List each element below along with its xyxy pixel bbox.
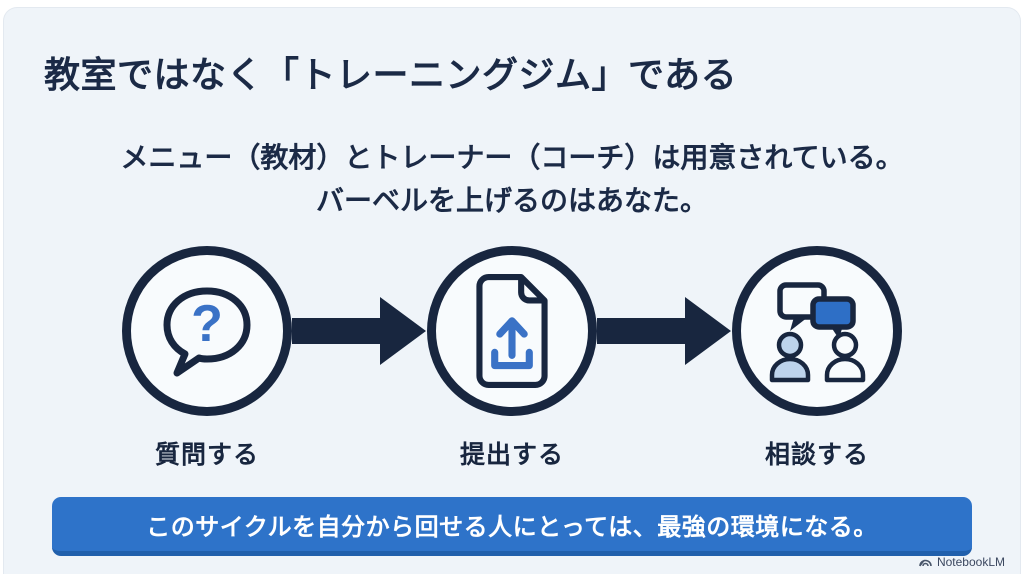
- document-upload-icon: [466, 272, 558, 390]
- step-ask-label: 質問する: [154, 441, 259, 469]
- step-consult-circle: [732, 246, 902, 416]
- arrow-right-icon: [292, 297, 426, 365]
- step-ask-circle: ?: [122, 246, 292, 416]
- slide-title: 教室ではなく「トレーニングジム」である: [44, 54, 738, 95]
- notebooklm-watermark-text: NotebookLM: [936, 555, 1005, 569]
- step-ask: ? 質問する: [122, 246, 292, 471]
- people-chat-icon: [761, 279, 873, 383]
- process-flow: ? 質問する: [4, 246, 1020, 471]
- arrow-right-icon: [597, 297, 731, 365]
- subtitle-line-2: バーベルを上げるのはあなた。: [315, 185, 708, 216]
- step-submit-label: 提出する: [459, 441, 564, 469]
- conclusion-banner-text: このサイクルを自分から回せる人にとっては、最強の環境になる。: [146, 513, 878, 541]
- notebooklm-logo-icon: [918, 556, 933, 568]
- step-consult: 相談する: [732, 246, 902, 471]
- subtitle-line-1: メニュー（教材）とトレーナー（コーチ）は用意されている。: [120, 142, 904, 173]
- conclusion-banner: このサイクルを自分から回せる人にとっては、最強の環境になる。: [52, 497, 972, 556]
- slide-subtitle: メニュー（教材）とトレーナー（コーチ）は用意されている。 バーベルを上げるのはあ…: [4, 136, 1020, 222]
- step-submit-circle: [427, 246, 597, 416]
- svg-text:?: ?: [191, 295, 223, 353]
- step-consult-label: 相談する: [764, 441, 869, 469]
- notebooklm-watermark: NotebookLM: [918, 555, 1005, 569]
- slide-card: 教室ではなく「トレーニングジム」である メニュー（教材）とトレーナー（コーチ）は…: [3, 7, 1021, 574]
- step-submit: 提出する: [427, 246, 597, 471]
- question-speech-bubble-icon: ?: [155, 279, 259, 383]
